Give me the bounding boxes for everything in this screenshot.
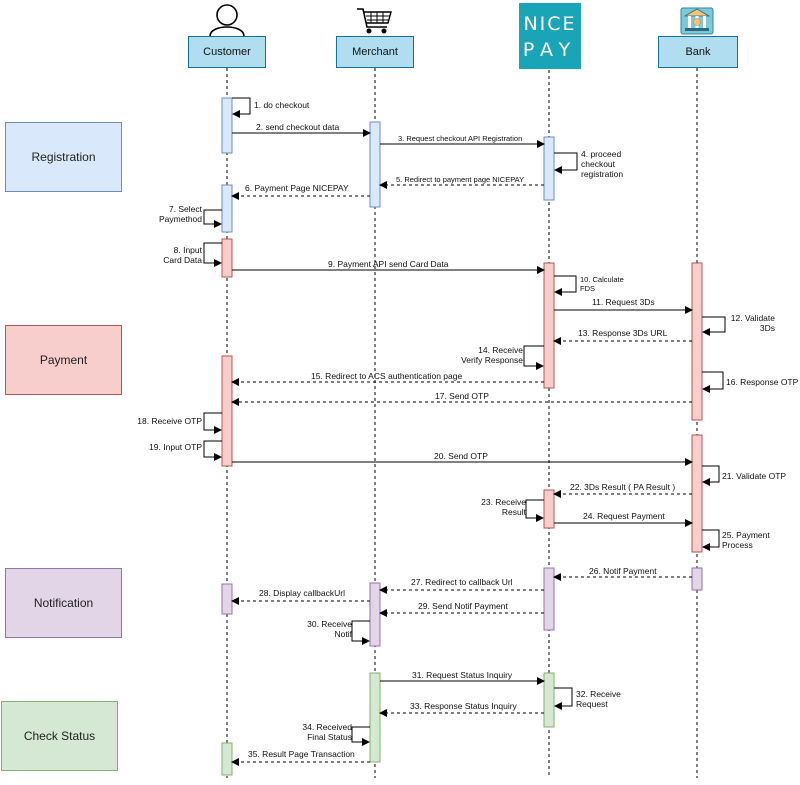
phase-check-status: Check Status bbox=[1, 701, 118, 771]
activation-bar bbox=[369, 582, 381, 647]
step-label: 16. Response OTP bbox=[726, 377, 799, 387]
step-label: 30. Receive Notif bbox=[307, 619, 352, 639]
self-message-arrow bbox=[525, 499, 544, 522]
activation-bar bbox=[543, 136, 555, 201]
self-message-arrow bbox=[554, 687, 573, 710]
step-label: 33. Response Status Inquiry bbox=[410, 701, 517, 711]
actor-customer-label: Customer bbox=[203, 46, 251, 58]
bank-icon bbox=[680, 7, 714, 35]
step-label: 20. Send OTP bbox=[434, 451, 488, 461]
actor-merchant-label: Merchant bbox=[352, 46, 398, 58]
step-label: 26. Notif Payment bbox=[589, 566, 657, 576]
nicepay-logo-top: NICE bbox=[523, 13, 577, 35]
phase-registration: Registration bbox=[5, 122, 122, 192]
self-message-arrow bbox=[702, 465, 720, 486]
step-label: 9. Payment API send Card Data bbox=[328, 259, 449, 269]
step-label: 17. Send OTP bbox=[435, 391, 489, 401]
self-message-arrow bbox=[232, 97, 251, 118]
phase-registration-label: Registration bbox=[31, 150, 96, 164]
phase-payment: Payment bbox=[5, 325, 122, 395]
self-message-arrow bbox=[702, 371, 724, 393]
activation-bar bbox=[691, 434, 703, 553]
activation-bar bbox=[369, 121, 381, 208]
activation-bar bbox=[543, 672, 555, 728]
step-label: 34. Received Final Status bbox=[302, 722, 352, 742]
step-label: 21. Validate OTP bbox=[722, 471, 787, 481]
messages bbox=[203, 97, 726, 766]
activation-bar bbox=[369, 672, 381, 763]
self-message-arrow bbox=[523, 345, 544, 370]
activation-bar bbox=[221, 238, 233, 278]
nicepay-logo: NICE PAY bbox=[519, 3, 581, 69]
actor-bank: Bank bbox=[658, 36, 738, 68]
step-label: 5. Redirect to payment page NICEPAY bbox=[396, 175, 525, 184]
actor-bank-label: Bank bbox=[685, 46, 711, 58]
step-label: 19. Input OTP bbox=[149, 442, 202, 452]
step-label: 10. Calculate FDS bbox=[580, 275, 624, 293]
step-label: 12. Validate 3Ds bbox=[730, 313, 775, 333]
step-label: 27. Redirect to callback Url bbox=[411, 577, 513, 587]
self-message-arrow bbox=[351, 726, 370, 746]
step-label: 11. Request 3Ds bbox=[592, 297, 655, 307]
phase-notification: Notification bbox=[5, 568, 122, 638]
step-label: 15. Redirect to ACS authentication page bbox=[311, 371, 463, 381]
step-label: 2. send checkout data bbox=[256, 122, 340, 132]
self-message-arrow bbox=[203, 209, 222, 228]
step-label: 1. do checkout bbox=[254, 100, 310, 110]
step-label: 31. Request Status Inquiry bbox=[412, 670, 513, 680]
step-label: 7. Select Paymethod bbox=[159, 204, 202, 224]
phase-notification-label: Notification bbox=[33, 596, 94, 610]
step-label: 32. Receive Request bbox=[576, 689, 621, 709]
nicepay-logo-bottom: PAY bbox=[522, 39, 578, 61]
phase-check-status-label: Check Status bbox=[23, 729, 96, 743]
step-label: 35. Result Page Transaction bbox=[248, 749, 355, 759]
activation-bar bbox=[543, 262, 555, 389]
activation-bar bbox=[543, 489, 555, 529]
phase-payment-label: Payment bbox=[39, 353, 88, 367]
shopping-cart-icon bbox=[357, 8, 392, 34]
step-label: 4. proceed checkout registration bbox=[581, 149, 624, 179]
self-message-arrow bbox=[203, 412, 222, 434]
activation-bar bbox=[221, 97, 233, 154]
activation-bar bbox=[221, 742, 233, 776]
step-label: 23. Receive Result bbox=[481, 497, 526, 517]
activation-bar bbox=[221, 583, 233, 615]
step-label: 22. 3Ds Result ( PA Result ) bbox=[570, 482, 676, 492]
step-label: 28. Display callbackUrl bbox=[259, 588, 345, 598]
activation-bar bbox=[543, 567, 555, 631]
self-message-arrow bbox=[554, 275, 577, 296]
actor-customer: Customer bbox=[188, 36, 266, 68]
actor-merchant: Merchant bbox=[336, 36, 414, 68]
step-label: 14. Receive Verify Response bbox=[461, 345, 523, 365]
step-label: 24. Request Payment bbox=[583, 511, 665, 521]
self-message-arrow bbox=[702, 529, 720, 551]
step-label: 3. Request checkout API Registration bbox=[398, 134, 523, 143]
step-label: 8. Input Card Data bbox=[163, 245, 202, 265]
step-label: 13. Response 3Ds URL bbox=[578, 328, 668, 338]
activation-bar bbox=[221, 184, 233, 233]
self-message-arrow bbox=[554, 152, 578, 174]
self-message-arrow bbox=[702, 316, 726, 336]
step-label: 29. Send Notif Payment bbox=[418, 601, 508, 611]
step-label: 25. Payment Process bbox=[722, 530, 770, 550]
self-message-arrow bbox=[351, 620, 370, 645]
step-label: 18. Receive OTP bbox=[137, 416, 202, 426]
activation-bar bbox=[691, 567, 703, 591]
activations bbox=[221, 97, 703, 776]
step-label: 6. Payment Page NICEPAY bbox=[245, 183, 349, 193]
self-message-arrow bbox=[203, 242, 222, 267]
person-icon bbox=[209, 4, 245, 37]
activation-bar bbox=[691, 262, 703, 421]
activation-bar bbox=[221, 355, 233, 467]
self-message-arrow bbox=[203, 440, 222, 461]
